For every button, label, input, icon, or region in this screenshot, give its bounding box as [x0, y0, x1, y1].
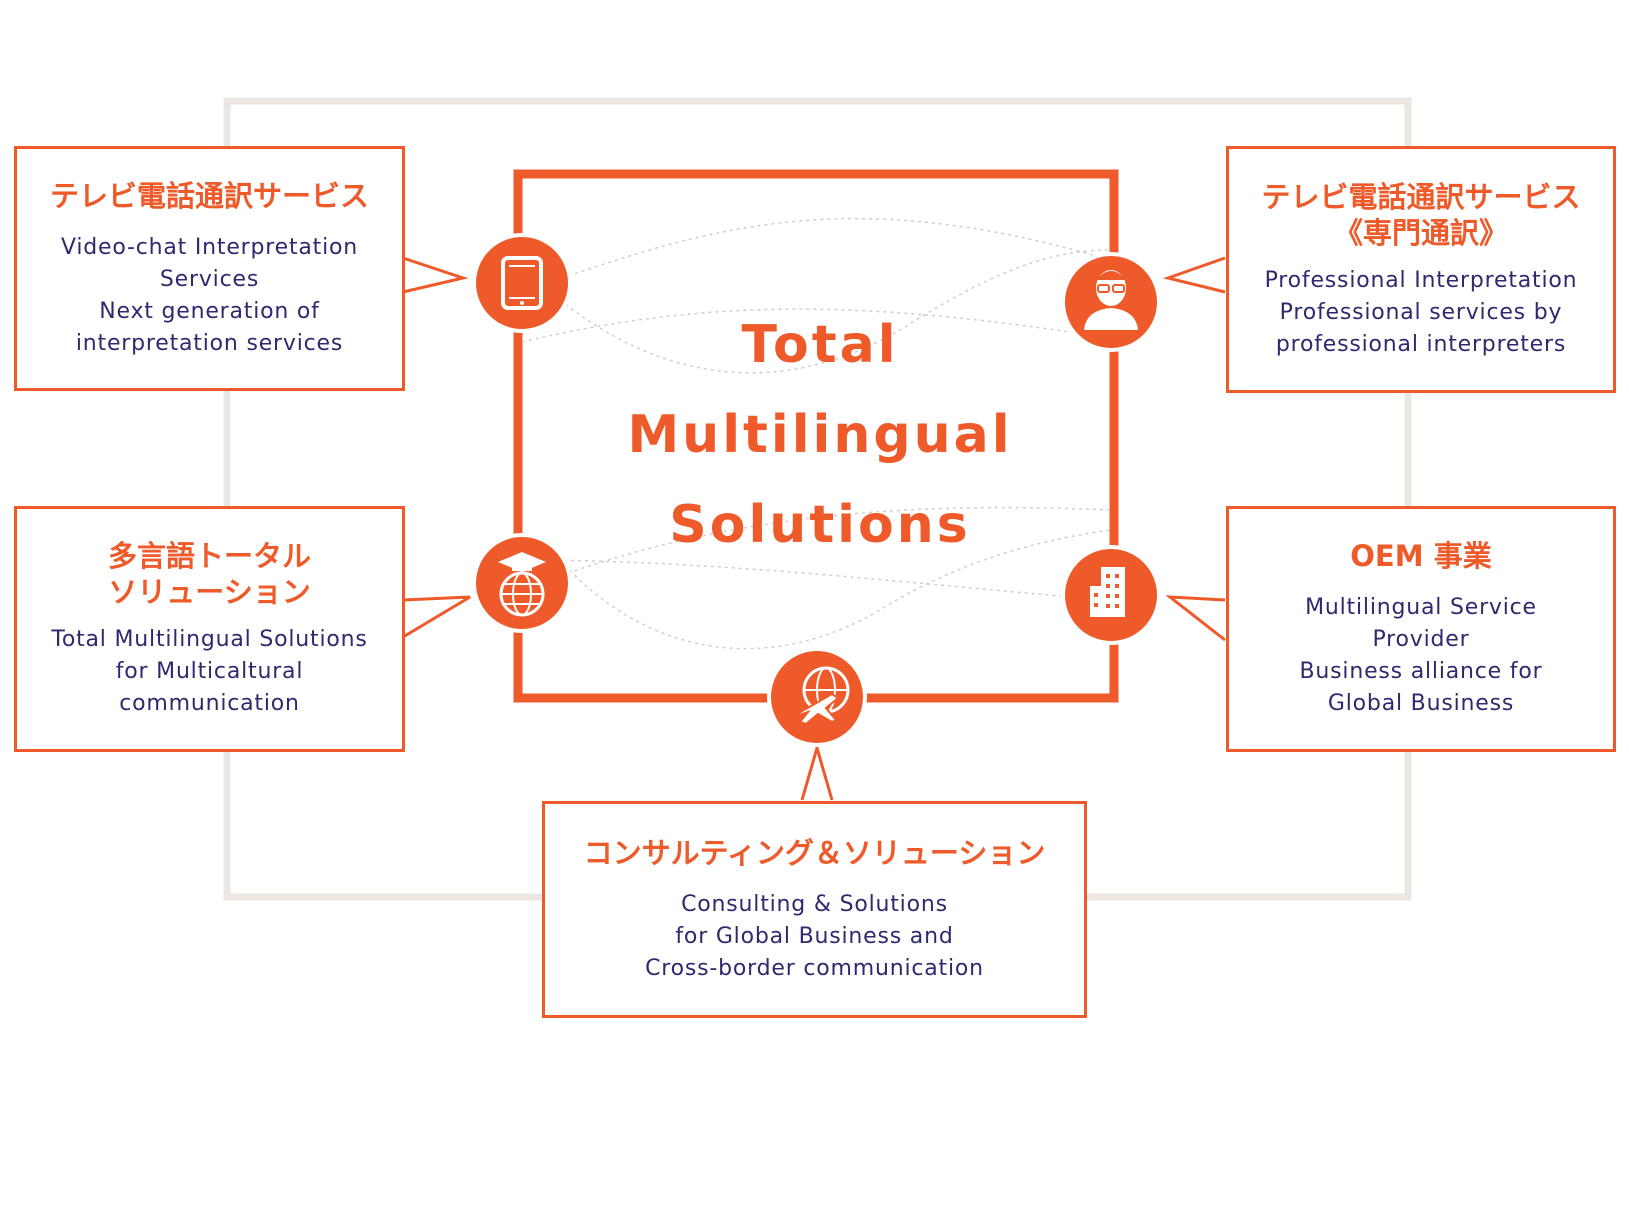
- center-title-line3: Solutions: [669, 495, 971, 555]
- curve-tablet-person-lower: [521, 308, 1071, 343]
- center-title-line1: Total: [741, 315, 899, 375]
- box-pointers: [402, 256, 1226, 801]
- curve-globe-building-lower: [521, 559, 1071, 598]
- consulting-line: Consulting & Solutions: [681, 891, 948, 917]
- total-solutions-title-line: 多言語トータル: [107, 539, 311, 573]
- center-title-line2: Multilingual: [627, 405, 1013, 465]
- curve-globe-building: [521, 506, 1111, 591]
- oem-line: Provider: [1372, 627, 1470, 652]
- total-solutions-line: for Multicaltural: [115, 659, 304, 684]
- video-chat-description: Video-chat Interpretation Services Next …: [61, 232, 358, 360]
- total-solutions-line: Total Multilingual Solutions: [51, 627, 368, 652]
- oem-line: Business alliance for: [1299, 659, 1543, 684]
- center-title: Total Multilingual Solutions: [600, 300, 1040, 570]
- pointer-video-chat: [402, 256, 469, 294]
- total-solutions-title: 多言語トータル ソリューション: [108, 538, 311, 610]
- consulting-box: コンサルティング＆ソリューション Consulting & Solutions …: [542, 801, 1087, 1018]
- tablet-icon: [472, 233, 572, 333]
- airplane-globe-icon: [767, 647, 867, 747]
- pointer-consulting: [800, 742, 834, 801]
- video-chat-box: テレビ電話通訳サービス Video-chat Interpretation Se…: [14, 146, 405, 391]
- total-solutions-box: 多言語トータル ソリューション Total Multilingual Solut…: [14, 506, 405, 752]
- consulting-line: for Global Business and: [675, 923, 954, 949]
- curve-wave-top: [559, 249, 1111, 374]
- curve-wave-bottom: [559, 529, 1111, 650]
- connector-curves: [521, 217, 1111, 650]
- pointer-professional: [1162, 256, 1226, 294]
- pointer-oem: [1165, 595, 1226, 642]
- consulting-title: コンサルティング＆ソリューション: [583, 835, 1046, 870]
- oem-line: Global Business: [1327, 691, 1515, 716]
- graduation-globe-icon: [472, 533, 572, 633]
- pointer-total-solutions: [402, 595, 471, 639]
- professional-box: テレビ電話通訳サービス 《専門通訳》 Professional Interpre…: [1226, 146, 1616, 393]
- professional-description: Professional Interpretation Professional…: [1265, 265, 1578, 361]
- professional-title: テレビ電話通訳サービス 《専門通訳》: [1261, 179, 1580, 251]
- interpreter-person-icon: [1061, 252, 1161, 352]
- consulting-line: Cross-border communication: [645, 955, 984, 981]
- professional-line: professional interpreters: [1275, 331, 1567, 357]
- video-chat-line: interpretation services: [75, 330, 344, 356]
- professional-line: Professional services by: [1279, 299, 1563, 325]
- oem-box: OEM 事業 Multilingual Service Provider Bus…: [1226, 506, 1616, 752]
- video-chat-line: Services: [159, 266, 260, 292]
- total-solutions-title-line: ソリューション: [108, 575, 311, 609]
- office-building-icon: [1061, 545, 1161, 645]
- oem-description: Multilingual Service Provider Business a…: [1300, 592, 1543, 720]
- curve-tablet-person: [521, 217, 1111, 293]
- professional-line: Professional Interpretation: [1264, 267, 1578, 293]
- professional-title-line: テレビ電話通訳サービス: [1261, 179, 1581, 214]
- oem-line: Multilingual Service: [1305, 595, 1537, 620]
- total-solutions-line: communication: [119, 691, 300, 716]
- video-chat-title: テレビ電話通訳サービス: [49, 178, 369, 213]
- professional-subtitle: 《専門通訳》: [1333, 215, 1508, 250]
- video-chat-line: Next generation of: [99, 298, 320, 324]
- video-chat-line: Video-chat Interpretation: [60, 234, 359, 260]
- consulting-description: Consulting & Solutions for Global Busine…: [645, 889, 984, 985]
- oem-title: OEM 事業: [1350, 539, 1492, 573]
- total-solutions-description: Total Multilingual Solutions for Multica…: [51, 624, 367, 720]
